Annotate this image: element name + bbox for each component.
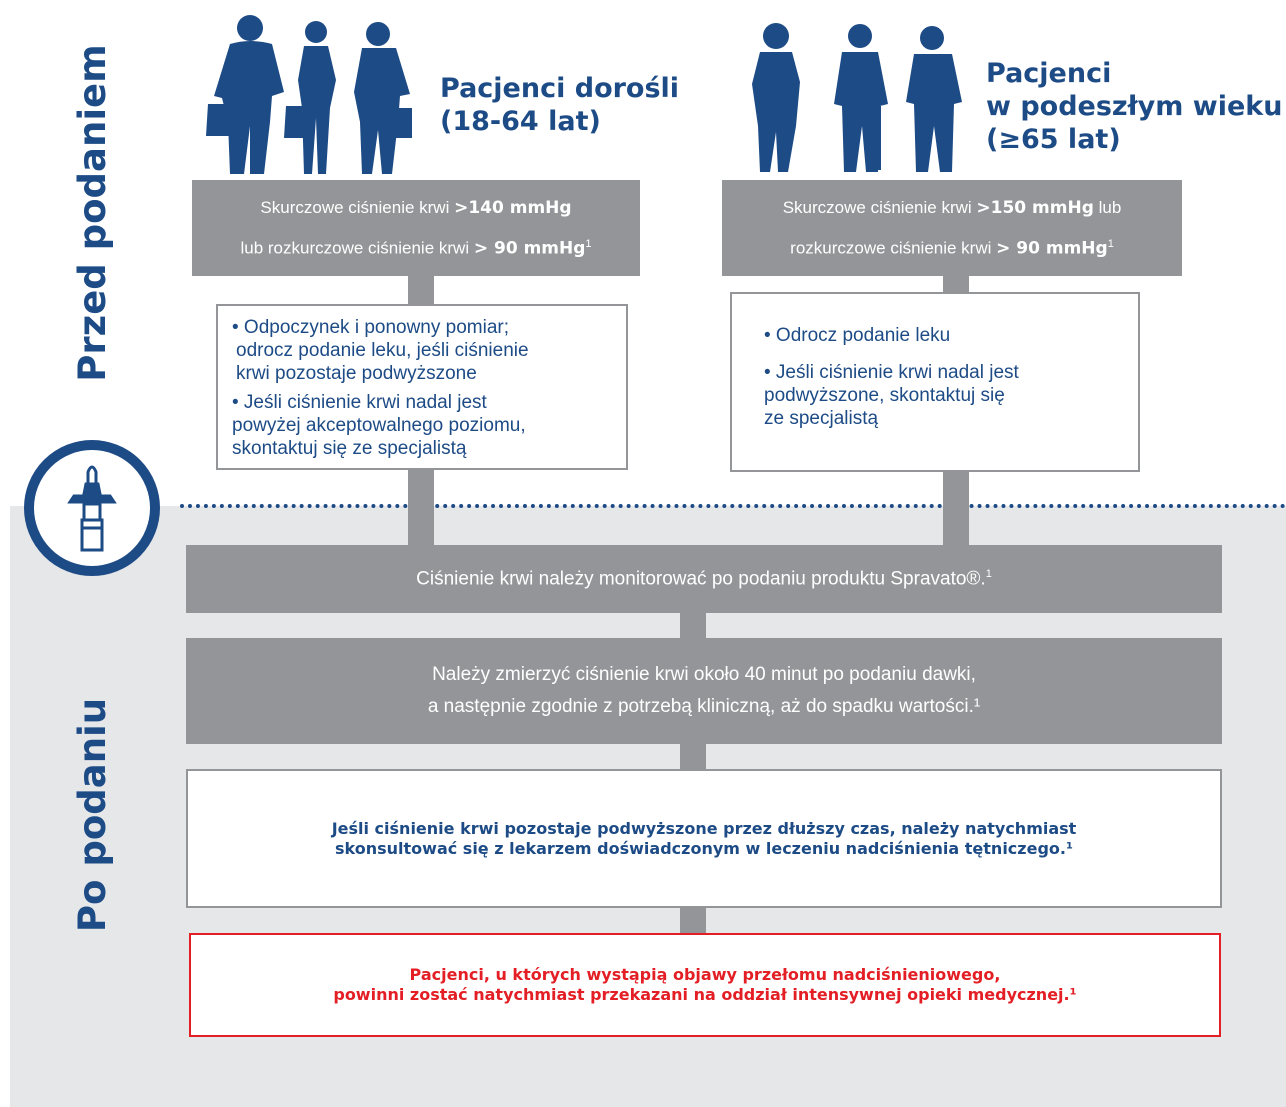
action-line: • Jeśli ciśnienie krwi nadal jest — [764, 362, 1019, 383]
connector-center-2 — [680, 743, 706, 770]
elderly-title: Pacjenci w podeszłym wieku (≥65 lat) — [986, 57, 1283, 156]
criteria-text: Skurczowe ciśnienie krwi — [260, 197, 455, 217]
criteria-text: Skurczowe ciśnienie krwi — [782, 197, 977, 217]
elderly-criteria-line-1: Skurczowe ciśnienie krwi >150 mmHg lub — [783, 190, 1122, 226]
emergency-box: Pacjenci, u których wystąpią objawy prze… — [189, 933, 1221, 1037]
connector-right-1 — [943, 275, 969, 293]
footnote-ref: 1 — [1107, 237, 1114, 250]
action-line: odrocz podanie leku, jeśli ciśnienie — [236, 340, 529, 361]
consult-line: skonsultować się z lekarzem doświadczony… — [335, 838, 1073, 858]
consult-box: Jeśli ciśnienie krwi pozostaje podwyższo… — [186, 769, 1222, 908]
connector-right-2 — [943, 472, 969, 545]
elderly-title-line: Pacjenci — [986, 58, 1112, 89]
emergency-line: powinni zostać natychmiast przekazani na… — [333, 985, 1077, 1004]
connector-center-3 — [680, 907, 706, 933]
adults-title-line: Pacjenci dorośli — [440, 73, 680, 104]
criteria-threshold: >150 mmHg — [976, 197, 1094, 218]
measure-line: Należy zmierzyć ciśnienie krwi około 40 … — [432, 664, 976, 685]
measure-box: Należy zmierzyć ciśnienie krwi około 40 … — [186, 638, 1222, 744]
adults-silhouette-icon — [206, 15, 412, 174]
action-line: skontaktuj się ze specjalistą — [232, 438, 467, 459]
criteria-text: rozkurczowe ciśnienie krwi — [790, 238, 997, 258]
criteria-threshold: > 90 mmHg — [473, 238, 586, 259]
criteria-threshold: >140 mmHg — [454, 197, 572, 218]
adults-criteria-line-2: lub rozkurczowe ciśnienie krwi > 90 mmHg… — [240, 226, 591, 267]
elderly-criteria-box: Skurczowe ciśnienie krwi >150 mmHg lub r… — [722, 180, 1182, 276]
elderly-title-line: (≥65 lat) — [986, 124, 1121, 155]
action-line: ze specjalistą — [764, 408, 879, 429]
adults-criteria-line-1: Skurczowe ciśnienie krwi >140 mmHg — [240, 190, 591, 226]
action-line: • Jeśli ciśnienie krwi nadal jest — [232, 392, 487, 413]
phase-divider — [180, 504, 1286, 508]
action-line: krwi pozostaje podwyższone — [236, 363, 477, 384]
connector-left-1 — [408, 275, 434, 305]
action-line: powyżej akceptowalnego poziomu, — [232, 415, 526, 436]
adults-actions-box: • Odpoczynek i ponowny pomiar; odrocz po… — [216, 304, 628, 470]
adults-title: Pacjenci dorośli (18-64 lat) — [440, 72, 679, 138]
after-label: Po podaniu — [71, 697, 114, 933]
action-line: podwyższone, skontaktuj się — [764, 385, 1005, 406]
footnote-ref: 1 — [985, 567, 992, 580]
nasal-spray-icon-circle — [24, 440, 160, 576]
criteria-text: lub rozkurczowe ciśnienie krwi — [240, 238, 474, 258]
adults-criteria-box: Skurczowe ciśnienie krwi >140 mmHg lub r… — [192, 180, 640, 276]
before-label: Przed podaniem — [71, 44, 114, 382]
connector-center-1 — [680, 612, 706, 639]
connector-left-2 — [408, 470, 434, 545]
monitor-box: Ciśnienie krwi należy monitorować po pod… — [186, 545, 1222, 613]
elderly-criteria-line-2: rozkurczowe ciśnienie krwi > 90 mmHg1 — [783, 226, 1122, 267]
monitor-text: Ciśnienie krwi należy monitorować po pod… — [416, 568, 986, 590]
adults-title-line: (18-64 lat) — [440, 106, 601, 137]
footnote-ref: 1 — [585, 237, 592, 250]
nasal-spray-icon — [67, 465, 117, 552]
action-line: • Odrocz podanie leku — [764, 325, 951, 346]
emergency-line: Pacjenci, u których wystąpią objawy prze… — [409, 965, 1001, 984]
elderly-title-line: w podeszłym wieku — [986, 91, 1283, 122]
criteria-threshold: > 90 mmHg — [996, 238, 1108, 259]
action-line: • Odpoczynek i ponowny pomiar; — [232, 317, 510, 338]
criteria-text: lub — [1093, 197, 1122, 217]
consult-line: Jeśli ciśnienie krwi pozostaje podwyższo… — [331, 818, 1077, 838]
elderly-silhouette-icon — [752, 23, 962, 172]
elderly-actions-box: • Odrocz podanie leku • Jeśli ciśnienie … — [730, 292, 1140, 472]
measure-line: a następnie zgodnie z potrzebą kliniczną… — [427, 696, 981, 717]
